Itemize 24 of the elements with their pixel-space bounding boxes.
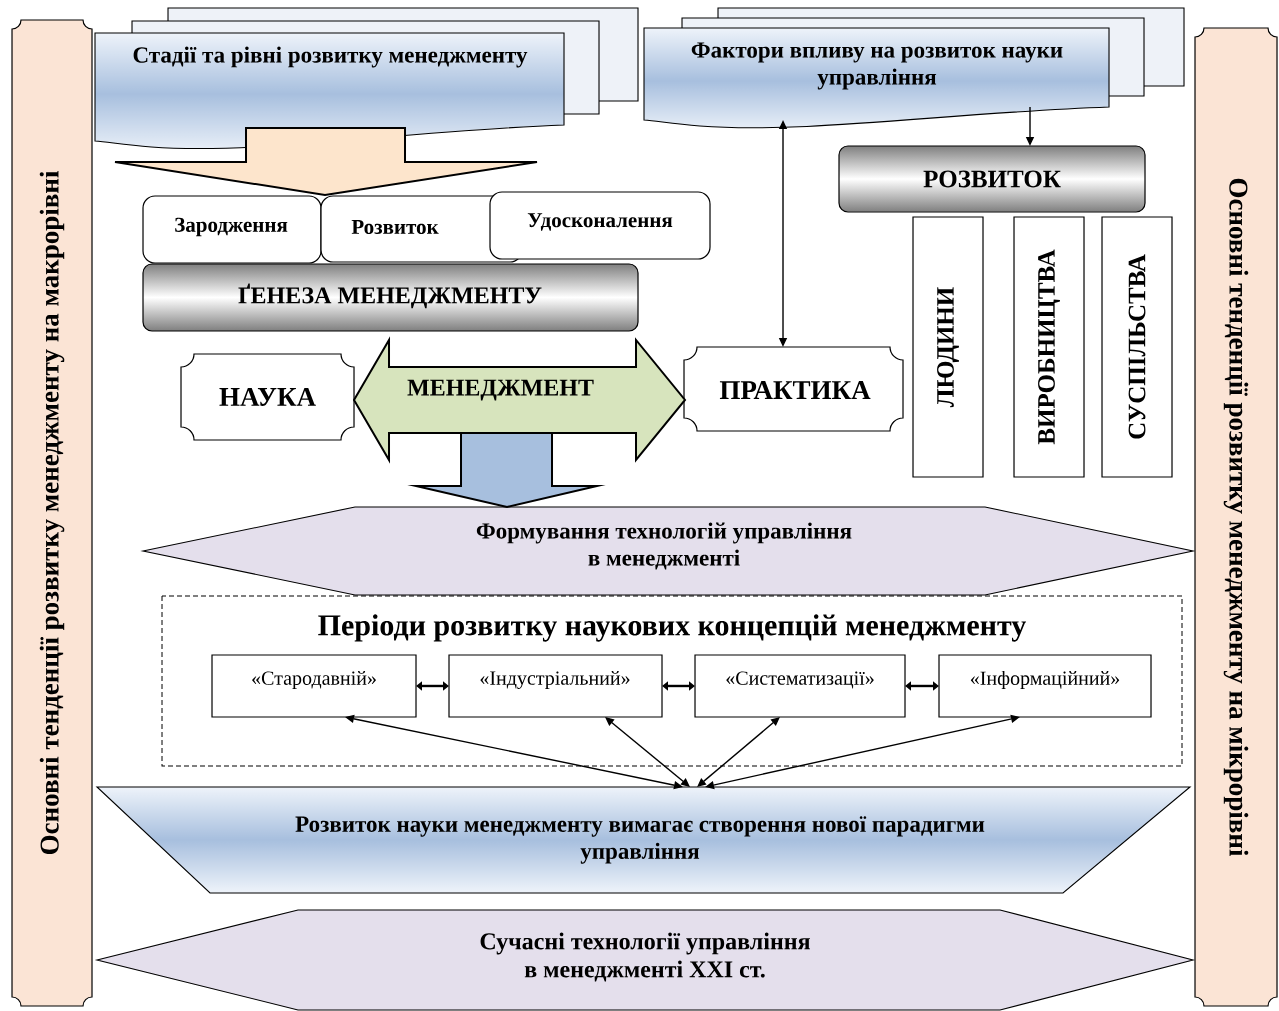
arrow: [605, 717, 690, 787]
plaque-box: НАУКА: [180, 353, 355, 441]
heading-bar: РОЗВИТОК: [838, 145, 1146, 213]
arrow: [905, 681, 939, 691]
side-banner: Основні тенденції розвитку менеджменту на мікрорівні: [1194, 27, 1278, 1007]
arrow: [662, 681, 695, 691]
plaque-box: ПРАКТИКА: [683, 346, 904, 432]
arrow: [416, 681, 449, 691]
vertical-box: СУСПІЛЬСТВА: [1101, 216, 1173, 478]
stage-box: Зародження: [142, 195, 322, 264]
heading-bar: ҐЕНЕЗА МЕНЕДЖМЕНТУ: [142, 263, 639, 332]
edge-label: МЕНЕДЖМЕНТ: [406, 378, 595, 402]
document-stack: Фактори впливу на розвиток науки управління: [643, 7, 1185, 129]
stage-box: Удосконалення: [489, 191, 711, 260]
period-box: «Систематизації»: [694, 654, 906, 718]
side-banner: Основні тенденції розвитку менеджменту на макрорівні: [11, 19, 93, 1007]
vertical-box: ЛЮДИНИ: [912, 216, 984, 478]
period-box: «Індустріальний»: [448, 654, 663, 718]
period-box: «Стародавній»: [211, 654, 417, 718]
document-stack: Стадії та рівні розвитку менеджменту: [94, 7, 639, 150]
arrow: [697, 717, 780, 787]
vertical-box: ВИРОБНИЦТВА: [1013, 216, 1085, 478]
period-box: «Інформаційний»: [938, 654, 1152, 718]
block-arrow: [114, 127, 538, 196]
